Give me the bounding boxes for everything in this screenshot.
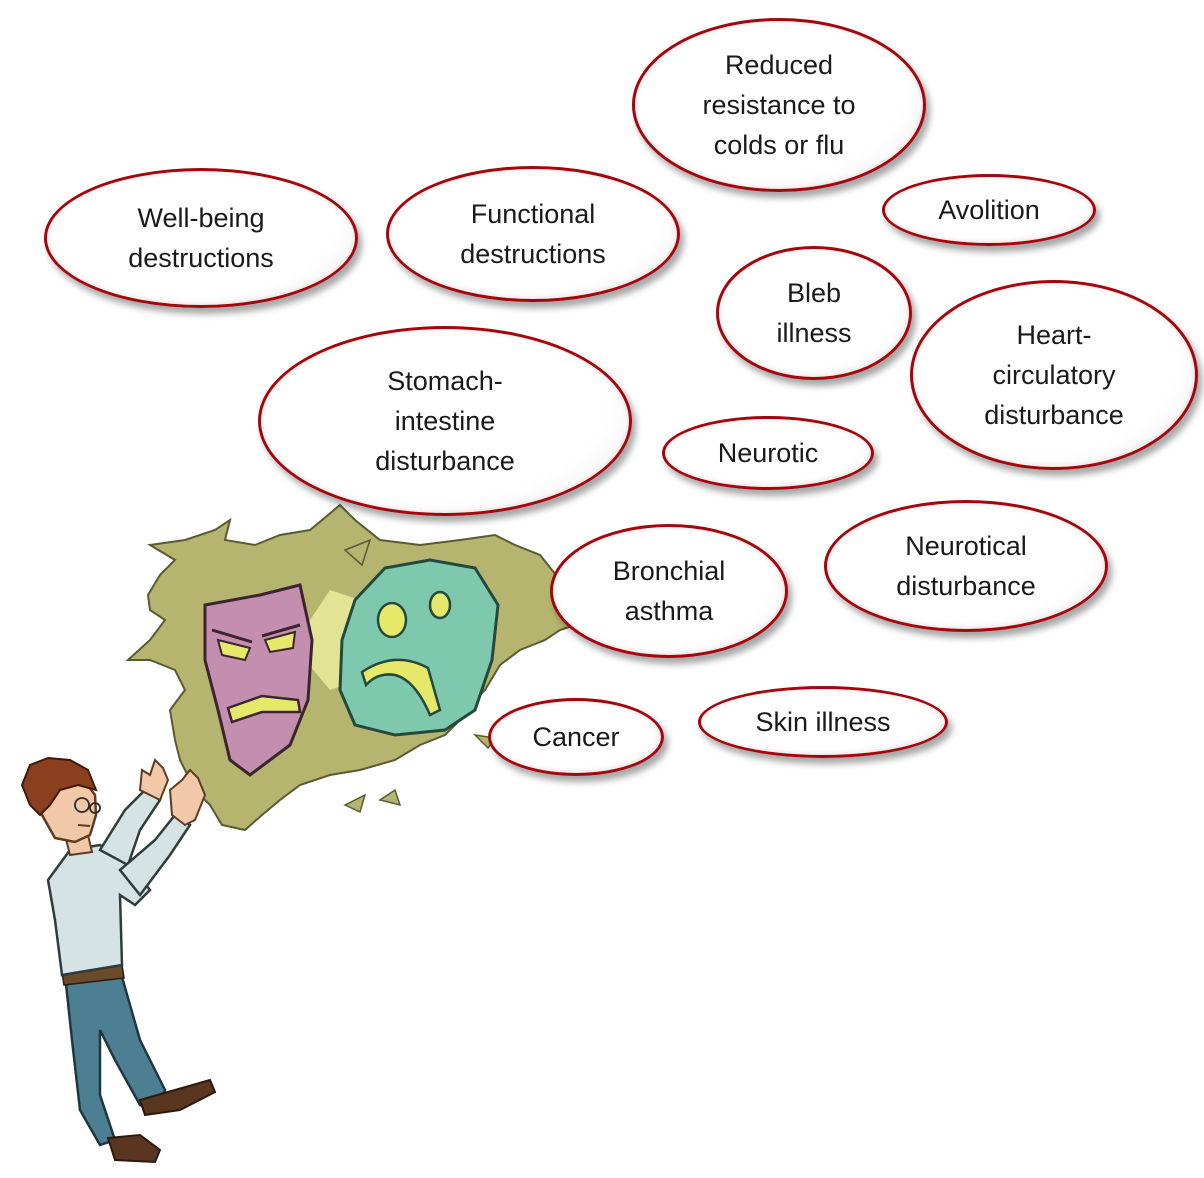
bubble-bleb-illness: Bleb illness	[716, 246, 912, 380]
angry-mask-icon	[203, 583, 314, 777]
bubble-reduced-resistance: Reduced resistance to colds or flu	[632, 18, 926, 192]
bubble-neurotic: Neurotic	[662, 416, 874, 490]
bubble-well-being-destructions: Well-being destructions	[44, 168, 358, 308]
bubble-bronchial-asthma: Bronchial asthma	[550, 524, 788, 658]
sad-mask-icon	[338, 558, 500, 737]
bubble-stomach-intestine-disturbance: Stomach- intestine disturbance	[258, 326, 632, 516]
bubble-avolition: Avolition	[882, 174, 1096, 246]
bubble-heart-circulatory-disturbance: Heart- circulatory disturbance	[910, 280, 1198, 470]
bubble-neurotical-disturbance: Neurotical disturbance	[824, 500, 1108, 632]
man-figure	[20, 756, 217, 1164]
bubble-skin-illness: Skin illness	[698, 686, 948, 758]
bubble-functional-destructions: Functional destructions	[386, 166, 680, 302]
bubble-cancer: Cancer	[488, 698, 664, 776]
